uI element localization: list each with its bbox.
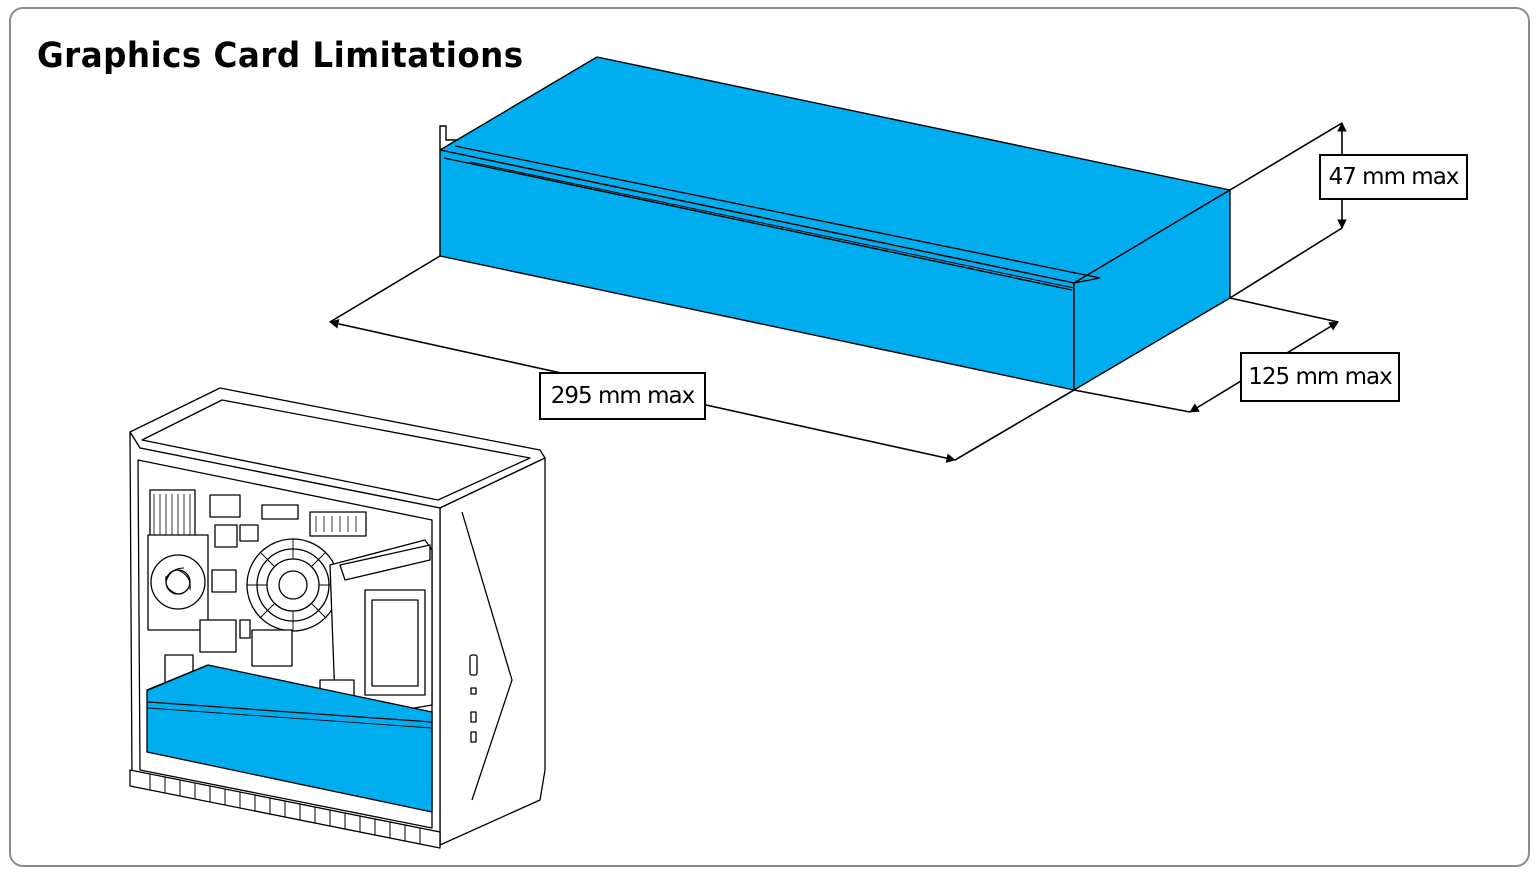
width-dimension-label: 125 mm max [1240,352,1400,402]
card-bracket [439,125,458,150]
height-dimension-label: 47 mm max [1319,154,1468,200]
pc-case-illustration [129,387,546,849]
graphics-card-illustration [439,56,1231,391]
case-side-panel [439,457,546,846]
length-dimension-label: 295 mm max [539,372,706,420]
page-title: Graphics Card Limitations [37,36,524,76]
